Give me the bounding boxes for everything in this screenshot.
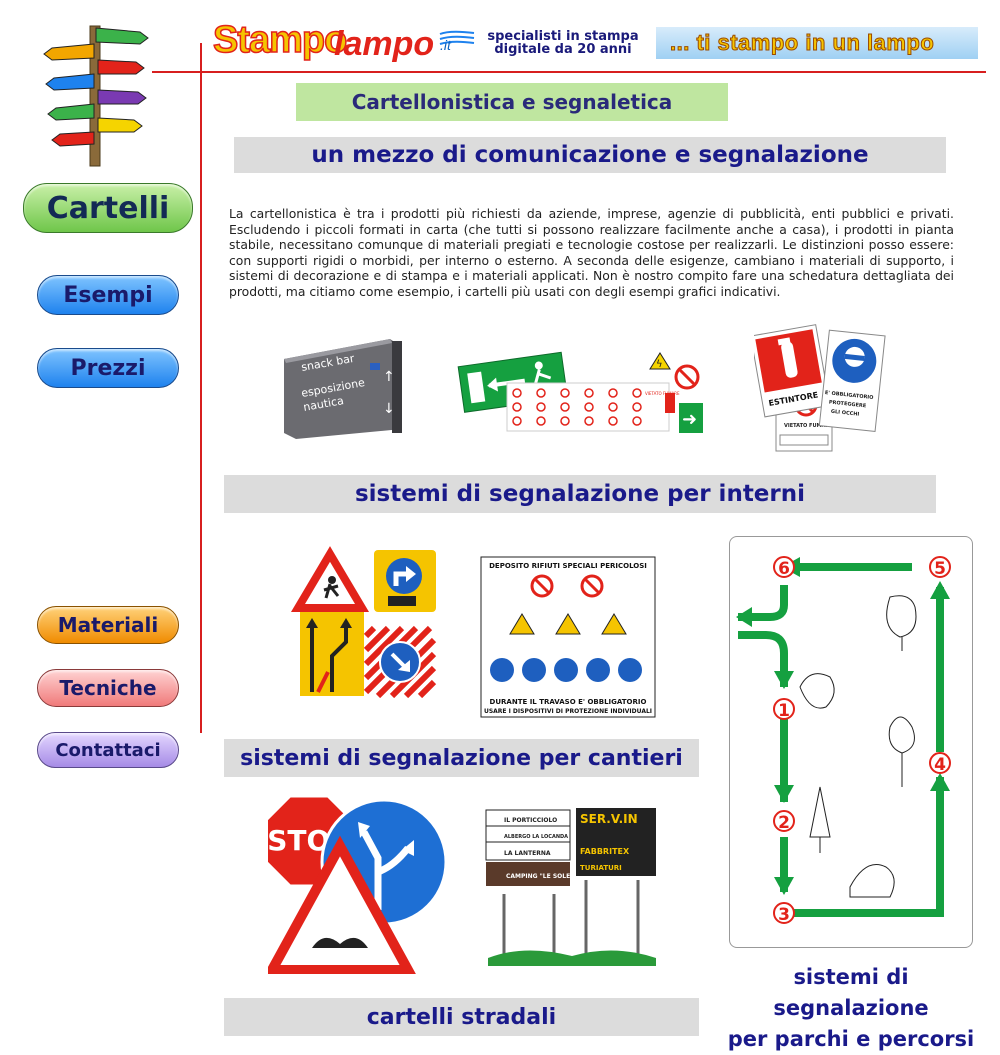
logo-wave-icon: [439, 30, 475, 45]
nav-materiali-button[interactable]: Materiali: [37, 606, 179, 644]
section-interni-title: sistemi di segnalazione per interni: [224, 475, 936, 513]
signpost-icon: [43, 25, 149, 167]
svg-text:ϟ: ϟ: [656, 359, 663, 370]
nav-tecniche-button[interactable]: Tecniche: [37, 669, 179, 707]
nav-prezzi-button[interactable]: Prezzi: [37, 348, 179, 388]
nav-contattaci-button[interactable]: Contattaci: [37, 732, 179, 768]
extinguisher-and-safety-signs-image: VIETATO FUMARE ESTINTORE E' OBBLIGATORIO…: [754, 324, 886, 452]
page-title: Cartellonistica e segnaletica: [296, 83, 728, 121]
logo-stampo[interactable]: Stampo: [212, 19, 348, 61]
obbligatorio-line1: E' OBBLIGATORIO: [824, 390, 873, 401]
park-path-diagram: 1 2 3 4 5 6: [729, 536, 973, 948]
section-parchi-line2: per parchi e percorsi: [727, 1027, 975, 1051]
directional-signs-image: IL PORTICCIOLO ALBERGO LA LOCANDA LA LAN…: [485, 808, 656, 966]
vietato-label: VIETATO FUMARE: [645, 391, 680, 396]
park-number-6: 6: [778, 559, 790, 579]
section-parchi-title: sistemi di segnalazione per parchi e per…: [722, 962, 980, 1055]
sidebar-divider: [200, 43, 202, 733]
section-stradali-title: cartelli stradali: [224, 998, 699, 1036]
park-number-3: 3: [778, 905, 790, 925]
header-divider: [152, 71, 986, 73]
svg-text:➜: ➜: [682, 409, 697, 430]
park-number-4: 4: [934, 755, 946, 775]
tagline-line2: digitale da 20 anni: [494, 42, 632, 57]
dir-sign-3: LA LANTERNA: [504, 850, 551, 857]
section-parchi-line1: sistemi di segnalazione: [773, 965, 929, 1020]
logo-lampo[interactable]: lampo: [334, 25, 435, 63]
dir-sign-4: CAMPING "LE SOLEIL": [506, 873, 579, 880]
dir-sign-7: TURIATURI: [580, 864, 622, 872]
snack-bar-sign-image: snack bar esposizione nautica ↑ ↓: [284, 339, 402, 439]
roadworks-signs-image: [290, 546, 437, 698]
park-number-2: 2: [778, 813, 790, 833]
section-cantieri-title: sistemi di segnalazione per cantieri: [224, 739, 699, 777]
exit-and-no-smoking-signs-image: VIETATO FUMARE ϟ ➜: [457, 351, 703, 433]
hazardous-waste-sign-image: DEPOSITO RIFIUTI SPECIALI PERICOLOSI DUR…: [480, 556, 656, 718]
intro-text: La cartellonistica è tra i prodotti più …: [229, 206, 954, 299]
tagline: specialisti in stampa digitale da 20 ann…: [478, 30, 648, 56]
nav-cartelli-button[interactable]: Cartelli: [23, 183, 193, 233]
dir-sign-6: FABBRITEX: [580, 847, 630, 856]
park-number-1: 1: [778, 701, 790, 721]
park-number-5: 5: [934, 559, 946, 579]
dir-sign-1: IL PORTICCIOLO: [504, 817, 557, 824]
tagline-line1: specialisti in stampa: [487, 29, 639, 44]
deposito-footer1: DURANTE IL TRAVASO E' OBBLIGATORIO: [490, 698, 647, 706]
dir-sign-5: SER.V.IN: [580, 812, 638, 826]
road-signs-image: STOP: [268, 794, 448, 974]
page-subtitle: un mezzo di comunicazione e segnalazione: [234, 137, 946, 173]
dir-sign-2: ALBERGO LA LOCANDA: [504, 834, 568, 840]
logo-domain: .it: [440, 37, 451, 53]
slogan-bar: [656, 27, 978, 59]
svg-text:↑: ↑: [383, 369, 395, 385]
deposito-title: DEPOSITO RIFIUTI SPECIALI PERICOLOSI: [489, 562, 647, 570]
nav-esempi-button[interactable]: Esempi: [37, 275, 179, 315]
vietato-fumare-label: VIETATO FUMARE: [784, 423, 833, 429]
slogan: ... ti stampo in un lampo: [669, 30, 935, 56]
park-path-svg: 1 2 3 4 5 6: [736, 556, 951, 925]
deposito-footer2: USARE I DISPOSITIVI DI PROTEZIONE INDIVI…: [484, 708, 652, 715]
obbligatorio-line3: GLI OCCHI: [831, 409, 860, 418]
svg-text:↓: ↓: [383, 401, 395, 417]
obbligatorio-line2: PROTEGGERE: [829, 399, 867, 409]
